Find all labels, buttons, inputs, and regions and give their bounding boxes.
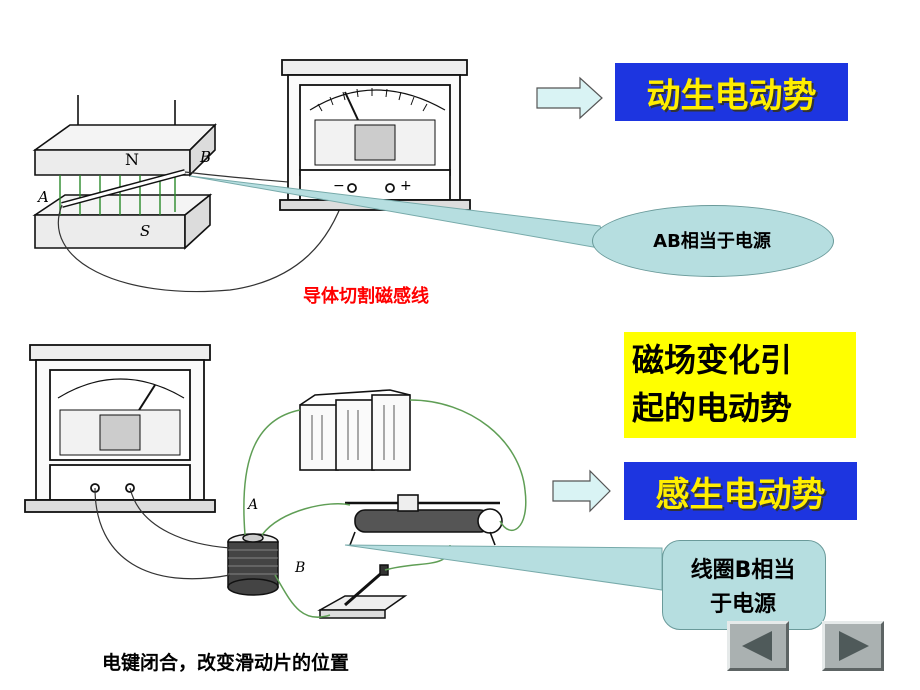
label-N: N: [125, 150, 139, 169]
rheostat: [345, 494, 503, 546]
coil: [227, 533, 279, 596]
meter-minus: −: [333, 178, 345, 194]
magnet-apparatus: [32, 95, 386, 293]
label-S: S: [140, 222, 151, 240]
meter-plus: +: [400, 178, 412, 194]
next-button[interactable]: [822, 621, 884, 671]
coil-source-callout: [662, 540, 826, 630]
bottom-label-A: A: [248, 497, 259, 513]
coil-source-line1: 线圈B相当: [690, 558, 796, 583]
top-caption: 导体切割磁感线: [303, 286, 429, 307]
triangle-left-icon: [742, 631, 772, 661]
ab-source-label: AB相当于电源: [653, 231, 771, 252]
switch: [317, 564, 408, 619]
arrow-right-icon: [536, 76, 603, 120]
galvanometer-bottom: [24, 344, 216, 513]
field-change-emf-line1: 磁场变化引: [632, 341, 793, 379]
battery-pack: [299, 389, 411, 471]
meter-wires: [94, 487, 231, 580]
label-B: B: [200, 148, 212, 166]
ab-source-callout: [592, 205, 834, 277]
induced-emf-box: 感生电动势: [624, 462, 857, 520]
coil-source-line2: 于电源: [709, 592, 776, 617]
arrow-right-icon-2: [552, 469, 611, 513]
field-change-emf-line2: 起的电动势: [632, 389, 793, 427]
field-change-emf-box: 磁场变化引 起的电动势: [624, 332, 856, 438]
galvanometer-top: [279, 59, 471, 211]
label-A: A: [38, 188, 49, 206]
triangle-right-icon: [839, 631, 869, 661]
bottom-label-B: B: [295, 560, 306, 576]
motional-emf-box: 动生电动势: [615, 63, 848, 121]
bottom-caption: 电键闭合，改变滑动片的位置: [102, 652, 350, 674]
prev-button[interactable]: [727, 621, 789, 671]
